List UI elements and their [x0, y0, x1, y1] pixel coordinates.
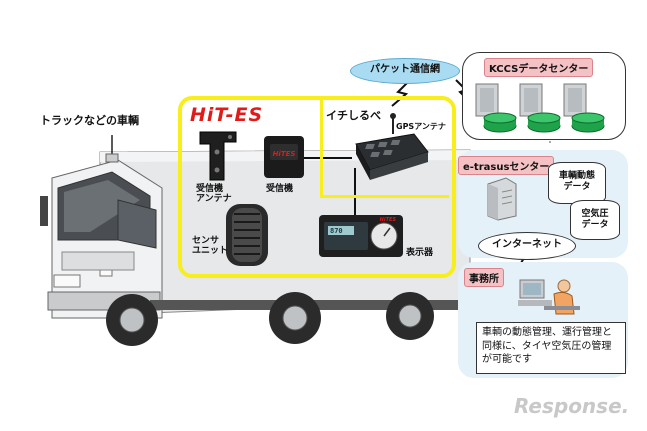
sensor-unit-image — [226, 204, 268, 266]
response-watermark: Response. — [514, 394, 630, 418]
truck-label: トラックなどの車輌 — [40, 114, 139, 127]
svg-text:HiTES: HiTES — [380, 217, 397, 223]
receiver-label: 受信機 — [266, 184, 294, 194]
display-image: HiTES — [319, 215, 403, 257]
receiver-image: HiTES — [264, 136, 304, 178]
etrasus-server-image — [487, 177, 517, 221]
sensor-unit-label: センサ ユニット — [192, 236, 229, 257]
kccs-label: KCCSデータセンター — [484, 58, 594, 77]
office-worker-image — [518, 279, 580, 315]
svg-text:HiTES: HiTES — [273, 150, 296, 158]
office-description: 車輌の動態管理、運行管理と同様に、タイヤ空気圧の管理が可能です — [476, 322, 626, 374]
etrasus-label: e-trasusセンター — [458, 156, 555, 175]
gps-antenna-label: GPSアンテナ — [396, 122, 446, 131]
ichishirube-device-image — [355, 133, 429, 180]
kccs-servers-image — [475, 83, 605, 133]
hites-logo: HiT-ES — [190, 104, 264, 126]
display-reading: 870 — [330, 227, 343, 235]
hites-system-box — [178, 96, 456, 278]
ichishirube-inner-box — [320, 100, 449, 198]
display-label: 表示器 — [406, 248, 434, 258]
gps-antenna-icon — [390, 113, 396, 134]
receiver-antenna-label: 受信機 アンテナ — [196, 184, 232, 205]
air-pressure-data-label: 空気圧 データ — [581, 209, 609, 230]
ichishirube-label: イチしるべ — [326, 109, 381, 122]
vehicle-data-label: 車輌動態 データ — [558, 171, 595, 192]
receiver-antenna-image — [199, 131, 237, 181]
air-pressure-data-cylinder: 空気圧 データ — [570, 200, 620, 240]
vehicle-data-cylinder: 車輌動態 データ — [548, 162, 606, 204]
office-label: 事務所 — [464, 268, 504, 287]
packet-network-bubble: パケット通信網 — [350, 58, 460, 84]
internet-bubble: インターネット — [478, 232, 576, 260]
